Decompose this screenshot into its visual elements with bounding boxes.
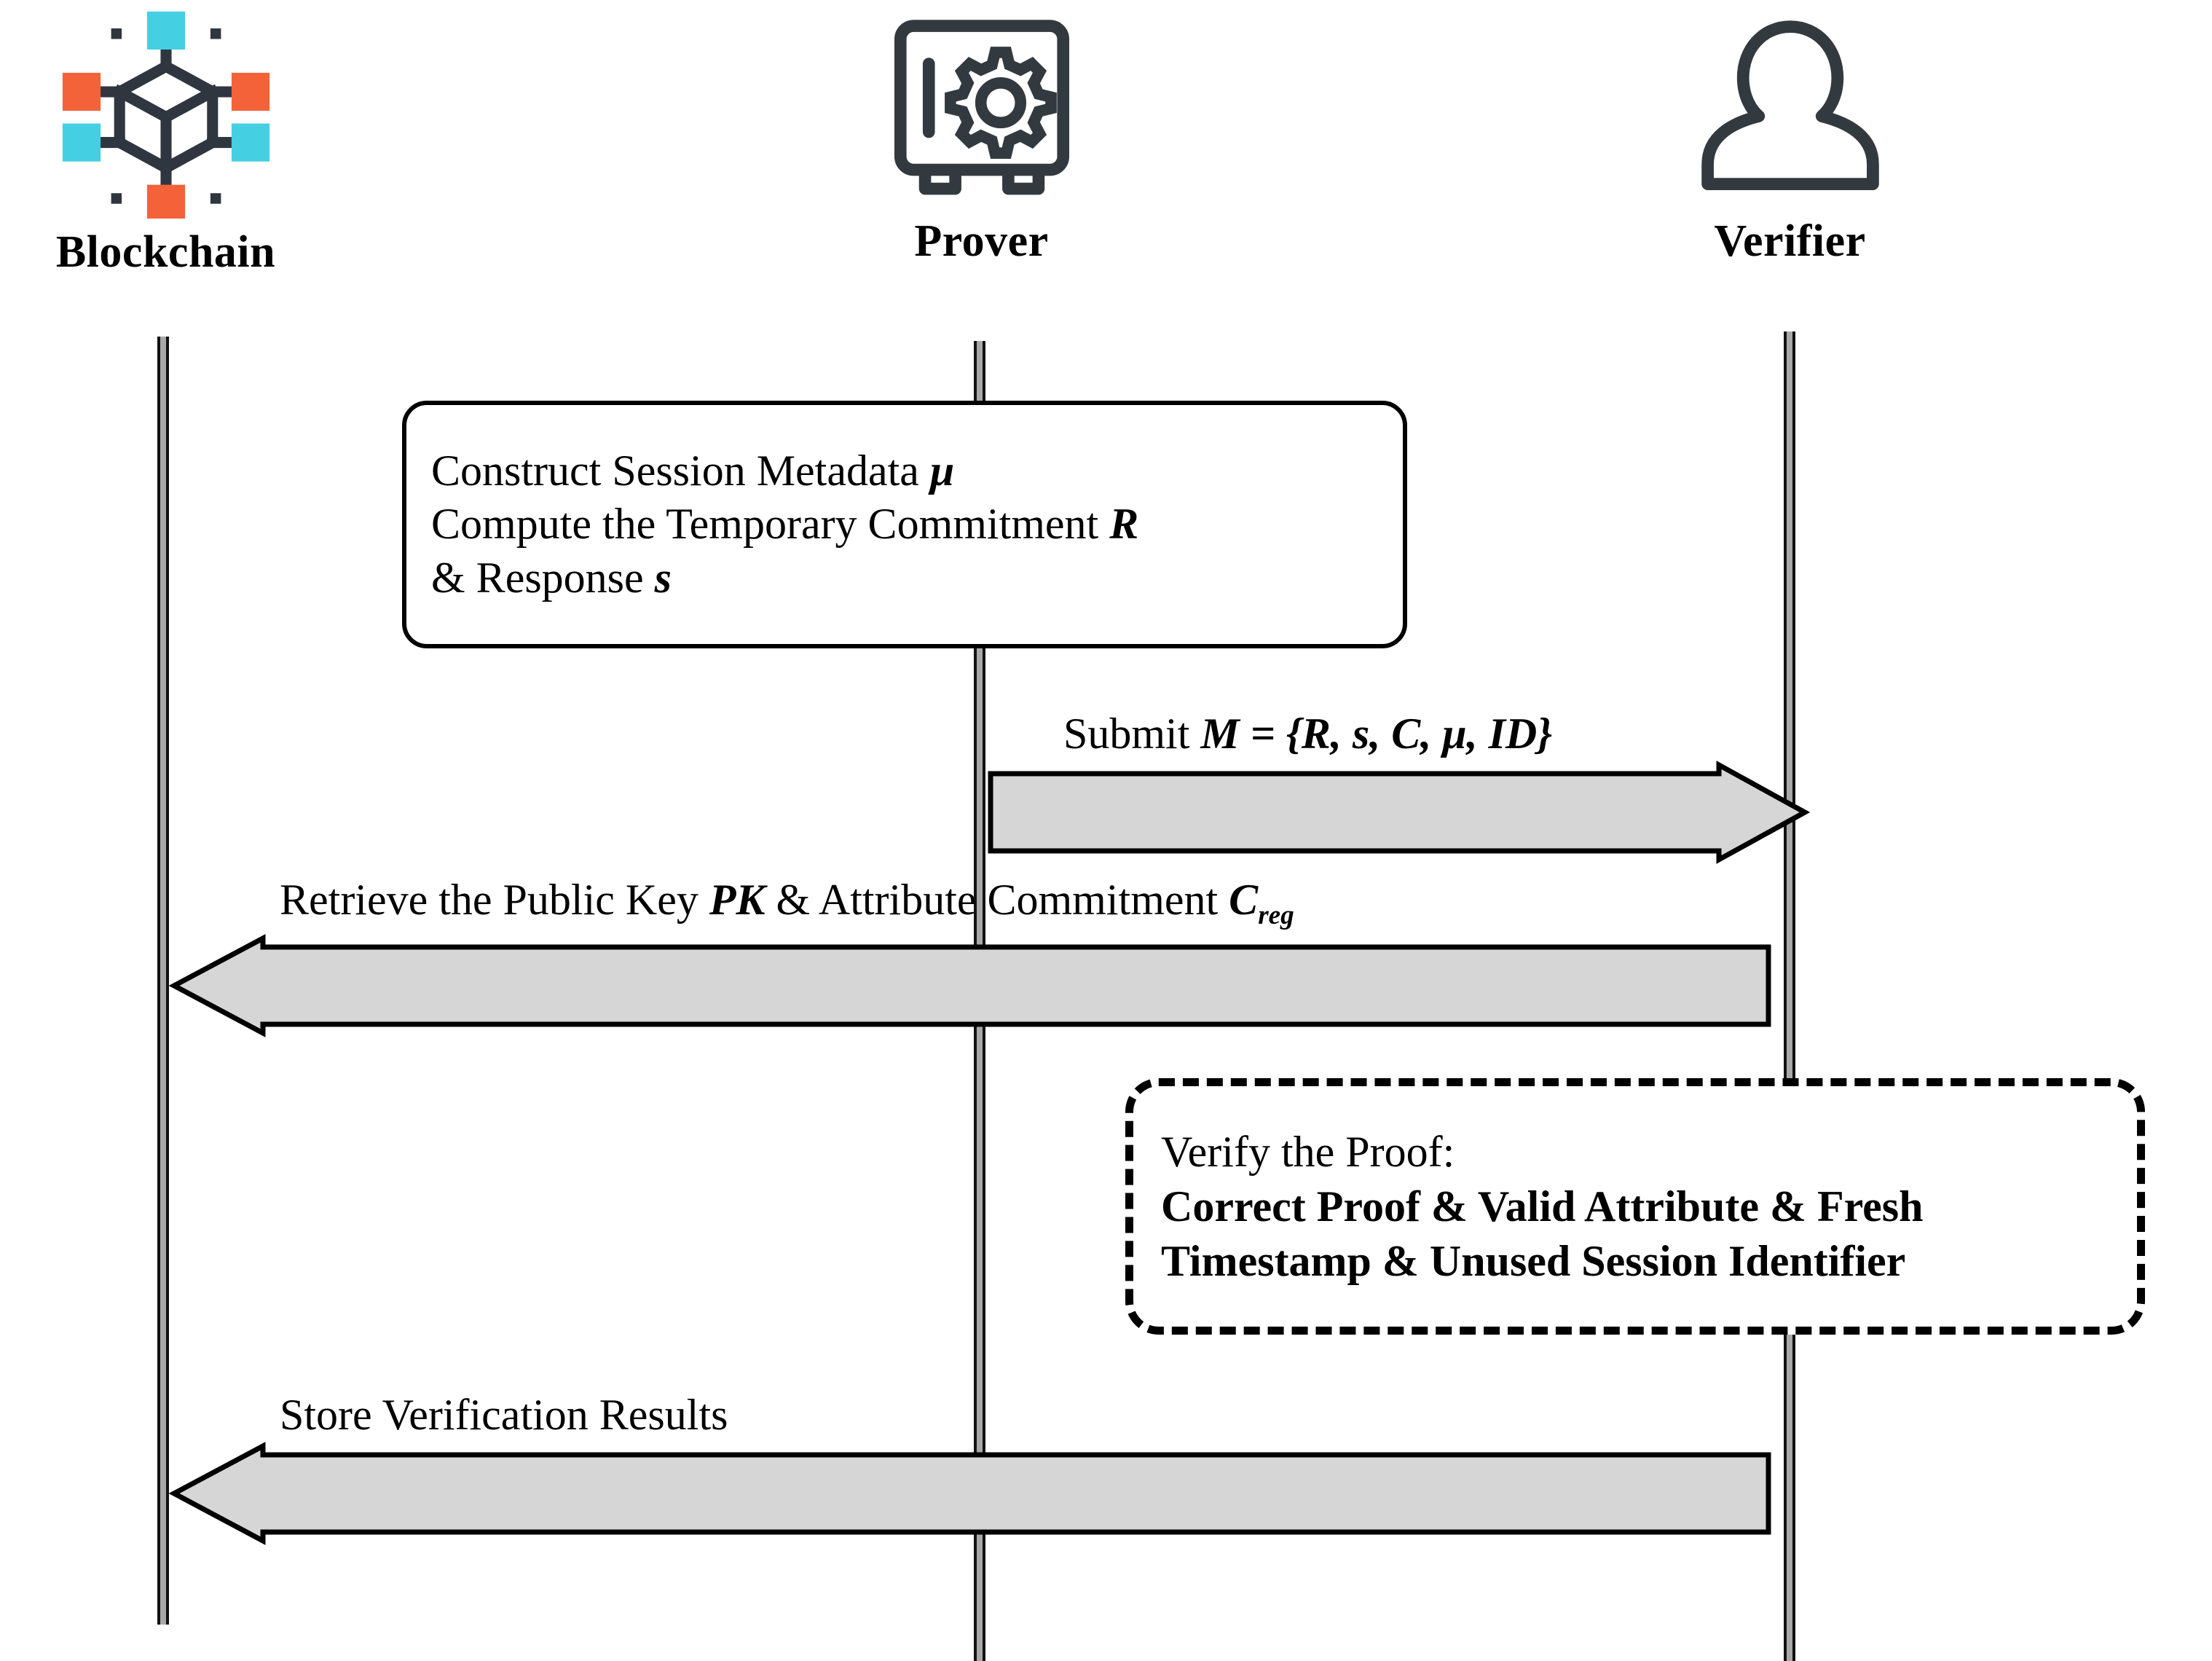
person-silhouette-icon	[1692, 11, 1889, 211]
note-line-3: & Response s	[431, 553, 672, 602]
participant-label-verifier: Verifier	[1714, 216, 1866, 266]
submit-message: Submit M = {R, s, C, μ, ID}	[988, 710, 1811, 864]
verify-note-line-2: Correct Proof & Valid Attribute & Fresh	[1161, 1182, 1924, 1230]
retrieve-arrow-left	[168, 934, 1771, 1037]
note-line-2: Compute the Temporary Commitment R	[431, 500, 1139, 549]
blockchain-network-icon	[60, 7, 272, 223]
submit-arrow-right	[988, 761, 1811, 864]
retrieve-message: Retrieve the Public Key PK & Attribute C…	[168, 876, 1771, 1037]
participant-verifier: Verifier	[1624, 11, 1956, 264]
lifeline-blockchain	[157, 337, 169, 1625]
store-results-message: Store Verification Results	[168, 1391, 1771, 1545]
participant-prover: Prover	[816, 15, 1147, 264]
prover-compute-note: Construct Session Metadata μ Compute the…	[402, 401, 1407, 648]
lifeline-verifier	[1784, 331, 1795, 1661]
participant-label-blockchain: Blockchain	[55, 227, 276, 277]
verify-note-line-3: Timestamp & Unused Session Identifier	[1161, 1236, 1906, 1285]
retrieve-message-caption: Retrieve the Public Key PK & Attribute C…	[280, 876, 1294, 931]
submit-message-caption: Submit M = {R, s, C, μ, ID}	[1063, 710, 1553, 758]
verify-note-line-1: Verify the Proof:	[1161, 1127, 1455, 1176]
store-results-arrow-left	[168, 1442, 1771, 1545]
note-line-1: Construct Session Metadata μ	[431, 447, 955, 495]
participant-label-prover: Prover	[914, 216, 1049, 266]
store-results-caption: Store Verification Results	[280, 1391, 728, 1439]
participant-blockchain: Blockchain	[0, 7, 331, 275]
safe-vault-gear-icon	[887, 15, 1077, 211]
verifier-verify-note: Verify the Proof: Correct Proof & Valid …	[1125, 1078, 2145, 1335]
